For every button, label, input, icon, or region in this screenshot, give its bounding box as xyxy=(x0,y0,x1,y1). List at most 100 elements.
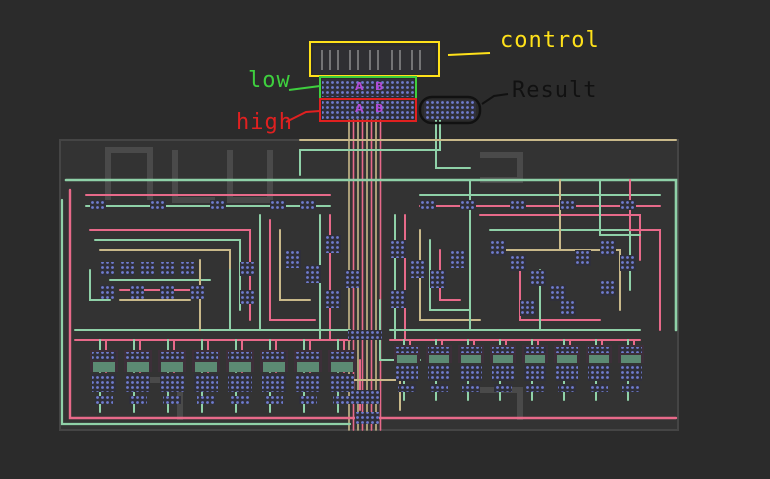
pin-block xyxy=(492,365,514,381)
pin-block xyxy=(620,347,642,353)
pin-block xyxy=(588,347,610,353)
pin-block xyxy=(325,290,341,308)
pin-block xyxy=(197,396,215,404)
pin-block xyxy=(194,352,218,360)
pin-block xyxy=(556,347,578,353)
pin-block xyxy=(575,250,591,266)
bottom-cell-core xyxy=(397,355,417,363)
pin-block xyxy=(299,396,317,404)
result-box xyxy=(418,95,482,125)
pin-block xyxy=(620,365,642,381)
pin-block xyxy=(160,285,174,299)
pin-block xyxy=(129,396,147,404)
pin-block xyxy=(462,384,480,392)
frame-trace xyxy=(64,178,678,332)
pin-block xyxy=(410,260,426,278)
pin-block xyxy=(526,384,544,392)
bottom-cell-core xyxy=(493,355,513,363)
bottom-cell-core xyxy=(93,362,115,372)
pin-block xyxy=(92,374,116,392)
pin-block xyxy=(296,352,320,360)
pin-block xyxy=(420,200,436,210)
pin-block xyxy=(620,255,636,271)
bottom-cell-core xyxy=(331,362,353,372)
high-operand-a-label: A xyxy=(355,102,364,115)
result-block xyxy=(424,100,476,120)
pin-block xyxy=(560,200,576,210)
pin-block xyxy=(550,285,566,301)
pin-block xyxy=(398,384,416,392)
routing-trace xyxy=(599,179,641,236)
control-block xyxy=(313,46,435,74)
pin-block xyxy=(240,290,254,304)
pin-block xyxy=(160,262,174,276)
routing-trace xyxy=(429,239,471,311)
pin-block xyxy=(194,374,218,392)
pin-block xyxy=(428,365,450,381)
bottom-cell-core xyxy=(297,362,319,372)
pin-block xyxy=(265,396,283,404)
pin-block xyxy=(333,396,351,404)
low-operand-a-label: A xyxy=(355,80,364,93)
pin-block xyxy=(100,262,114,276)
pin-block xyxy=(600,280,616,296)
pin-block xyxy=(300,200,316,210)
control-ladders xyxy=(321,50,421,70)
pin-block xyxy=(262,352,286,360)
frame-trace xyxy=(60,198,352,426)
bottom-cell-core xyxy=(461,355,481,363)
component-layer xyxy=(90,200,644,424)
pin-block xyxy=(160,374,184,392)
pin-block xyxy=(428,347,450,353)
pin-block xyxy=(228,374,252,392)
pin-block xyxy=(524,365,546,381)
pin-block xyxy=(560,300,576,316)
bottom-cell-core xyxy=(557,355,577,363)
pin-block xyxy=(95,396,113,404)
routing-trace xyxy=(499,249,621,311)
pin-block xyxy=(396,347,418,353)
pin-block xyxy=(190,285,204,299)
high-annotation: high xyxy=(236,110,293,135)
pin-block xyxy=(390,290,406,308)
low-operand-b-label: B xyxy=(375,80,384,93)
bottom-cell-core xyxy=(429,355,449,363)
pin-block xyxy=(163,396,181,404)
pin-block xyxy=(150,200,166,210)
pin-block xyxy=(492,347,514,353)
pin-block xyxy=(140,262,154,276)
routing-trace xyxy=(439,249,461,301)
result-bus-line xyxy=(435,119,471,169)
routing-trace xyxy=(479,214,641,261)
result-bus-line xyxy=(299,119,441,176)
pin-block xyxy=(228,352,252,360)
pin-block xyxy=(126,374,150,392)
pin-block xyxy=(160,352,184,360)
pin-block xyxy=(524,347,546,353)
pin-block xyxy=(270,200,286,210)
pin-block xyxy=(520,300,536,316)
pin-block xyxy=(325,235,341,253)
pin-block xyxy=(396,365,418,381)
pin-block xyxy=(510,255,526,271)
bottom-cell-core xyxy=(263,362,285,372)
pin-block xyxy=(590,384,608,392)
pin-block xyxy=(460,365,482,381)
pin-block xyxy=(305,265,321,283)
bottom-cell-core xyxy=(621,355,641,363)
routing-trace xyxy=(519,259,601,321)
pin-block xyxy=(345,270,361,288)
pin-block xyxy=(130,285,144,299)
pin-block xyxy=(494,384,512,392)
pin-block xyxy=(90,200,106,210)
pin-block xyxy=(556,365,578,381)
routing-trace xyxy=(269,219,316,321)
pin-block xyxy=(285,250,301,268)
annotation-leaders xyxy=(285,52,509,123)
pin-block xyxy=(240,262,254,276)
bottom-cell-core xyxy=(525,355,545,363)
pin-block xyxy=(355,412,379,424)
pin-block xyxy=(348,330,382,340)
pin-block xyxy=(210,200,226,210)
pin-block xyxy=(530,270,546,286)
